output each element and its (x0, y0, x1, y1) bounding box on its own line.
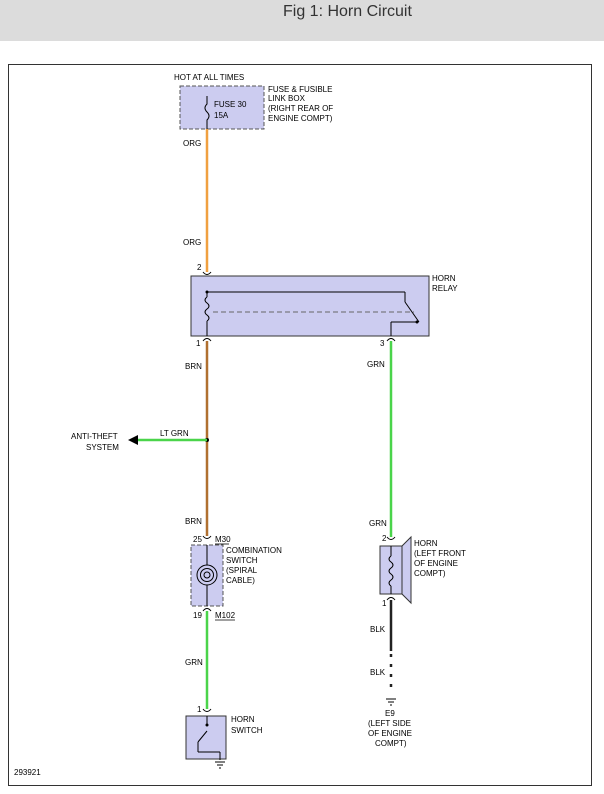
arrow-left-icon (128, 435, 138, 445)
ground-e9-label-3: COMPT) (375, 739, 407, 748)
fuse-box: HOT AT ALL TIMES FUSE 30 15A FUSE & FUSI… (174, 73, 333, 130)
combination-switch-label-3: (SPIRAL (226, 566, 258, 575)
horn-label-1: HORN (414, 539, 438, 548)
horn-coil-icon (388, 555, 394, 587)
figure-number: 293921 (14, 768, 41, 777)
horn-pin-1: 1 (382, 599, 387, 608)
blk-wire-label-upper: BLK (370, 625, 386, 634)
horn-switch-contact-icon (197, 730, 208, 743)
horn-label-3: OF ENGINE (414, 559, 458, 568)
horn-relay-pin-2: 2 (197, 263, 202, 272)
relay-switch-contact-icon (404, 301, 420, 323)
horn-label-2: (LEFT FRONT (414, 549, 466, 558)
ground-e9-label-2: OF ENGINE (368, 729, 412, 738)
combination-switch-label-4: CABLE) (226, 576, 255, 585)
hot-at-all-times-label: HOT AT ALL TIMES (174, 73, 244, 82)
horn-bell-icon (401, 535, 412, 605)
fuse-rating: 15A (214, 111, 229, 120)
horn-switch-label-2: SWITCH (231, 726, 263, 735)
figure-header: Fig 1: Horn Circuit (0, 0, 604, 41)
lt-grn-wire-label: LT GRN (160, 429, 189, 438)
figure-title: Fig 1: Horn Circuit (283, 3, 412, 20)
horn-switch-label-1: HORN (231, 715, 255, 724)
horn: 2 HORN (LEFT FRONT OF ENGINE COMPT) 1 (379, 534, 466, 608)
org-wire-label-top: ORG (183, 139, 201, 148)
combination-switch-connector-m102: M102 (215, 611, 236, 620)
horn-switch-pin-1: 1 (197, 705, 202, 714)
relay-pin-2-connector (202, 271, 212, 275)
horn-relay-label-2: RELAY (432, 284, 458, 293)
ground-e9-icon (386, 698, 396, 706)
brn-wire-label-upper: BRN (185, 362, 202, 371)
ground-icon (215, 761, 225, 769)
grn-switch-wire-label: GRN (185, 658, 203, 667)
fuse-icon (204, 96, 210, 129)
combination-switch-pin-25: 25 (193, 535, 202, 544)
org-wire-label-bottom: ORG (183, 238, 201, 247)
grn-horn-wire-label: GRN (369, 519, 387, 528)
relay-coil-icon (204, 296, 210, 322)
horn-pin-2: 2 (382, 534, 387, 543)
fuse-box-rect (179, 85, 265, 130)
horn-relay-rect (190, 275, 430, 337)
fuse-box-desc-3: (RIGHT REAR OF (268, 104, 333, 113)
horn-relay-pin-3: 3 (380, 339, 385, 348)
brn-wire-label-lower: BRN (185, 517, 202, 526)
horn-relay: 2 HORN RELAY 1 3 (190, 263, 458, 348)
combination-switch-label-1: COMBINATION (226, 546, 282, 555)
diagram-frame (8, 64, 592, 786)
anti-theft-label-2: SYSTEM (86, 443, 119, 452)
grn-relay-wire-label: GRN (367, 360, 385, 369)
combination-switch-connector-m30: M30 (215, 535, 231, 544)
fuse-box-desc-4: ENGINE COMPT) (268, 114, 333, 123)
ground-e9-label-1: (LEFT SIDE (368, 719, 411, 728)
blk-wire-label-lower: BLK (370, 668, 386, 677)
anti-theft-label-1: ANTI-THEFT (71, 432, 118, 441)
combination-switch-label-2: SWITCH (226, 556, 258, 565)
combination-switch-pin-19: 19 (193, 611, 202, 620)
fuse-box-desc-1: FUSE & FUSIBLE (268, 85, 332, 94)
horn-relay-pin-1: 1 (196, 339, 201, 348)
horn-relay-label-1: HORN (432, 274, 456, 283)
ground-e9-id: E9 (385, 709, 395, 718)
horn-label-4: COMPT) (414, 569, 446, 578)
fuse-box-desc-2: LINK BOX (268, 94, 306, 103)
combination-switch: 25 M30 COMBINATION SWITCH (SPIRAL CABLE)… (190, 535, 282, 621)
horn-switch: 1 HORN SWITCH (185, 705, 263, 769)
fuse-name: FUSE 30 (214, 100, 247, 109)
